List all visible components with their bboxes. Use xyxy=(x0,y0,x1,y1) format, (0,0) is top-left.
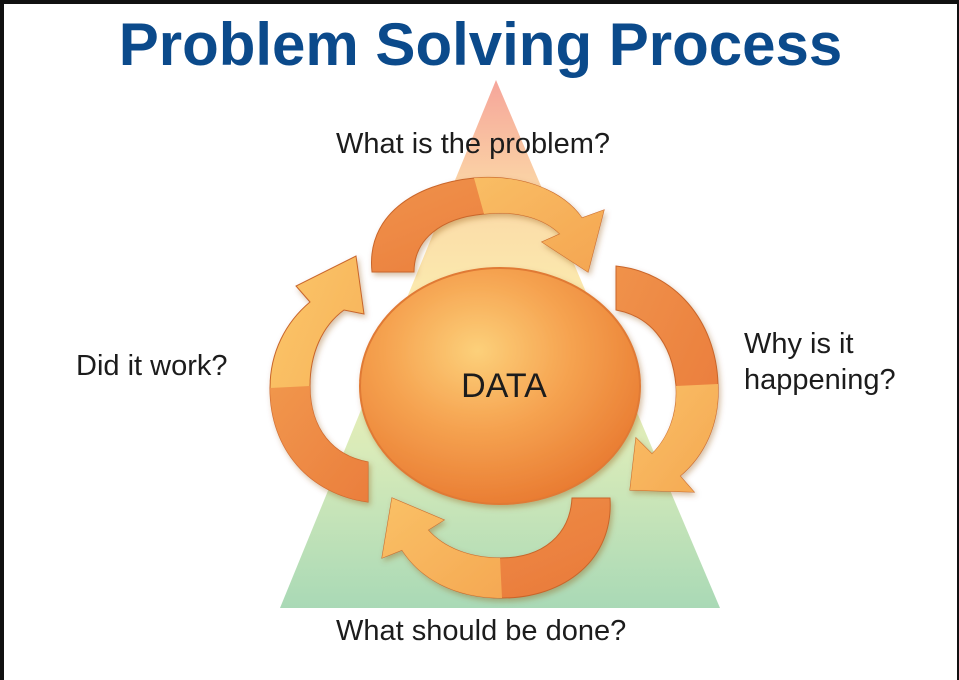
data-circle xyxy=(359,267,641,505)
step-what-is-the-problem: What is the problem? xyxy=(336,128,611,160)
arrow-left-icon xyxy=(269,255,369,503)
process-diagram xyxy=(269,80,720,608)
data-label: DATA xyxy=(461,367,547,405)
step-did-it-work: Did it work? xyxy=(76,350,228,382)
step-what-should-be-done: What should be done? xyxy=(336,615,627,647)
arrow-right-icon xyxy=(615,265,719,493)
arrow-top-icon xyxy=(371,176,605,273)
step-why-is-it-happening: Why is it happening? xyxy=(744,328,896,396)
arrow-bottom-icon xyxy=(381,497,611,599)
slide-title: Problem Solving Process xyxy=(118,11,843,78)
